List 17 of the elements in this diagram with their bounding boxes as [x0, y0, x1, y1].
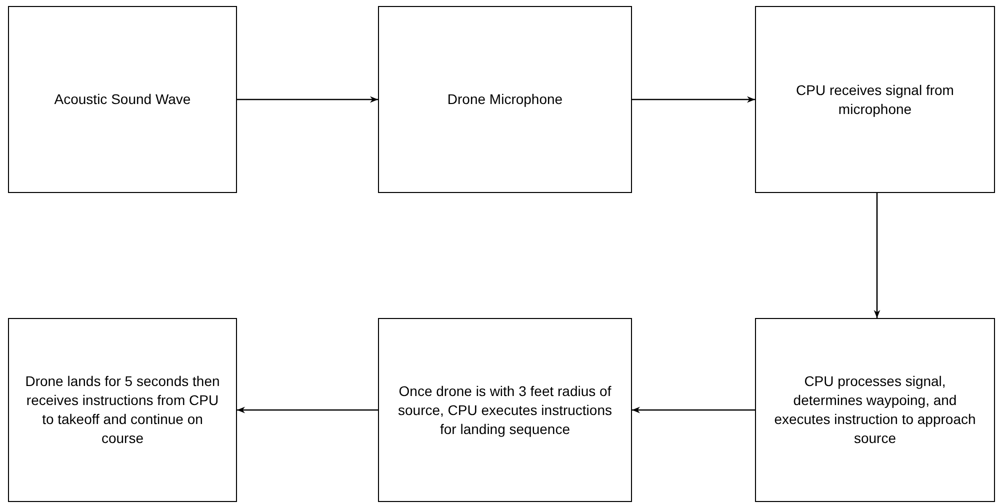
- step-text: CPU processes signal, determines waypoing, and executes instruction to approach source: [773, 372, 977, 448]
- step-text: Drone Microphone: [447, 90, 563, 109]
- arrow: [632, 96, 755, 103]
- step-text: CPU receives signal from microphone: [795, 80, 955, 118]
- step-text: Acoustic Sound Wave: [54, 90, 191, 109]
- process-box: [755, 6, 995, 193]
- process-box: [378, 318, 632, 502]
- step-text: Once drone is with 3 feet radius of source, CPU executes instructions for landing sequence: [397, 382, 613, 438]
- process-box: [755, 318, 995, 502]
- arrow: [632, 406, 755, 414]
- process-box: [8, 318, 237, 502]
- process-box: [378, 6, 632, 193]
- step-text: Drone lands for 5 seconds then receives instructions from CPU to takeoff and continue on course: [24, 372, 221, 448]
- arrow: [874, 193, 880, 318]
- arrow: [237, 96, 378, 103]
- process-box: [8, 6, 237, 193]
- arrow: [237, 406, 378, 414]
